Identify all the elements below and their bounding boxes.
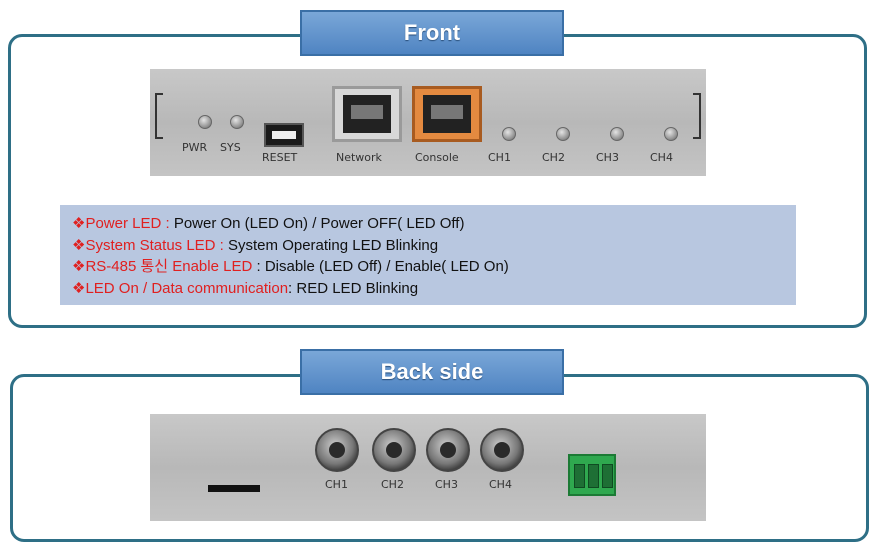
ch1-led: [502, 127, 516, 141]
ch4-label: CH4: [650, 151, 673, 164]
back-ch3-label: CH3: [435, 478, 458, 491]
console-port: [412, 86, 482, 142]
bullet-icon: ❖: [72, 236, 86, 254]
info-line-rs485: ❖RS-485 통신 Enable LED : Disable (LED Off…: [72, 256, 784, 278]
info-label: RS-485 통신 Enable LED: [85, 258, 253, 275]
info-line-system: ❖System Status LED : System Operating LE…: [72, 235, 784, 257]
console-label: Console: [415, 151, 459, 164]
sys-led: [230, 115, 244, 129]
network-port: [332, 86, 402, 142]
info-text: : RED LED Blinking: [288, 279, 419, 297]
ch3-led: [610, 127, 624, 141]
network-label: Network: [336, 151, 382, 164]
card-slot: [208, 485, 260, 492]
terminal-block: [568, 454, 616, 496]
ch1-label: CH1: [488, 151, 511, 164]
ch2-connector: [372, 428, 416, 472]
back-title: Back side: [300, 349, 564, 395]
pwr-led: [198, 115, 212, 129]
back-panel-photo: CH1 CH2 CH3 CH4: [150, 414, 706, 521]
back-ch4-label: CH4: [489, 478, 512, 491]
right-bracket: [693, 93, 701, 139]
ch3-connector: [426, 428, 470, 472]
front-panel-photo: PWR SYS RESET Network Console CH1 CH2 CH…: [150, 69, 706, 176]
ch4-led: [664, 127, 678, 141]
pwr-label: PWR: [182, 141, 208, 154]
back-ch1-label: CH1: [325, 478, 348, 491]
ch4-connector: [480, 428, 524, 472]
info-label: LED On / Data communication: [85, 279, 289, 297]
ch2-led: [556, 127, 570, 141]
sys-label: SYS: [220, 141, 241, 154]
bullet-icon: ❖: [72, 215, 86, 232]
ch1-connector: [315, 428, 359, 472]
ch2-label: CH2: [542, 151, 565, 164]
info-text: : Disable (LED Off) / Enable( LED On): [252, 258, 509, 275]
info-line-data: ❖LED On / Data communication: RED LED Bl…: [72, 278, 784, 300]
ch3-label: CH3: [596, 151, 619, 164]
info-label: System Status LED :: [85, 236, 224, 254]
front-title: Front: [300, 10, 564, 56]
led-info-box: ❖Power LED : Power On (LED On) / Power O…: [60, 205, 796, 305]
bullet-icon: ❖: [72, 258, 86, 275]
reset-button-slot: [264, 123, 304, 147]
info-text: Power On (LED On) / Power OFF( LED Off): [169, 215, 465, 232]
info-line-power: ❖Power LED : Power On (LED On) / Power O…: [72, 213, 784, 235]
reset-label: RESET: [262, 151, 298, 164]
back-ch2-label: CH2: [381, 478, 404, 491]
info-text: System Operating LED Blinking: [223, 236, 439, 254]
bullet-icon: ❖: [72, 279, 86, 297]
left-bracket: [155, 93, 163, 139]
info-label: Power LED :: [85, 215, 170, 232]
